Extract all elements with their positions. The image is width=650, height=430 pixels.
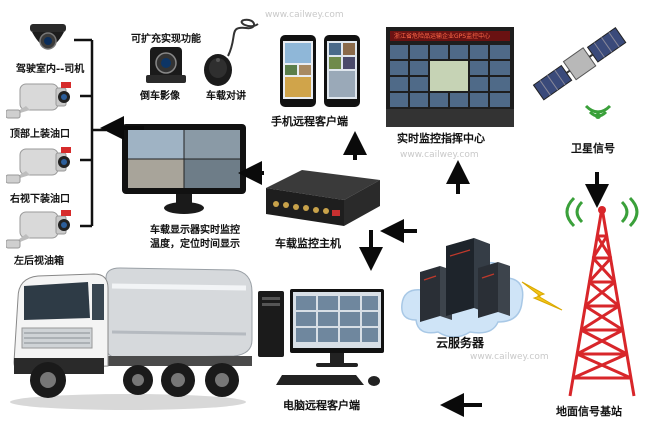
pc-client xyxy=(256,287,388,391)
label-cabin-driver: 驾驶室内--司机 xyxy=(16,64,85,75)
camera-rear-left-tank xyxy=(6,208,74,250)
lightning-icon xyxy=(520,278,564,314)
base-station-tower xyxy=(560,196,644,402)
label-satellite: 卫星信号 xyxy=(571,142,615,155)
label-display-line1: 车载显示器实时监控 xyxy=(150,225,240,236)
watermark: www.cailwey.com xyxy=(265,10,344,20)
label-display-line2: 温度，定位时间显示 xyxy=(150,239,240,250)
label-mobile-client: 手机远程客户端 xyxy=(271,115,348,128)
watermark: www.cailwey.com xyxy=(470,352,549,362)
label-pc-client: 电脑远程客户端 xyxy=(283,399,360,412)
reverse-camera-icon xyxy=(146,45,186,85)
camera-right-bottom xyxy=(6,145,74,185)
command-center-banner: 浙江省危险品运输企业GPS监控中心 xyxy=(394,33,491,40)
label-reverse-camera: 倒车影像 xyxy=(140,91,180,102)
microphone-icon xyxy=(198,16,262,88)
label-vehicle-host: 车载监控主机 xyxy=(275,237,341,250)
mobile-phones xyxy=(278,33,364,111)
camera-top-loading xyxy=(6,80,74,120)
watermark: www.cailwey.com xyxy=(400,150,479,160)
label-right-bottom: 右视下装油口 xyxy=(10,194,70,205)
camera-cabin-dome xyxy=(26,22,70,56)
label-intercom: 车载对讲 xyxy=(206,91,246,102)
satellite-icon xyxy=(528,24,634,124)
command-center-screen xyxy=(386,27,514,127)
label-top-loading: 顶部上装油口 xyxy=(10,129,70,140)
label-expansion-title: 可扩充实现功能 xyxy=(131,34,201,45)
label-rear-left-tank: 左后视油箱 xyxy=(14,256,64,267)
tanker-truck xyxy=(8,262,256,412)
label-cloud-server: 云服务器 xyxy=(436,336,485,350)
vehicle-host-dvr xyxy=(262,160,382,230)
label-base-station: 地面信号基站 xyxy=(556,405,622,418)
vehicle-display-monitor xyxy=(120,122,248,222)
cloud-server xyxy=(398,224,528,354)
label-command-center: 实时监控指挥中心 xyxy=(397,132,485,145)
